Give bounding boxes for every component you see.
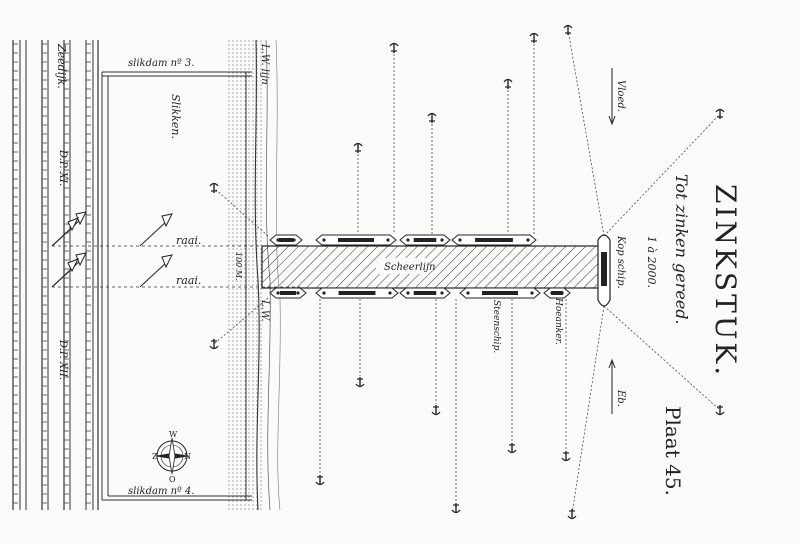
raai-lines bbox=[52, 245, 300, 288]
anchor-icon bbox=[567, 509, 577, 520]
dyke-lines bbox=[12, 40, 99, 510]
low-water-shore bbox=[228, 39, 281, 511]
kop-schip-lines bbox=[213, 29, 721, 515]
anchor-icon bbox=[431, 405, 441, 416]
anchor-icon bbox=[427, 112, 437, 123]
flag-icon bbox=[51, 211, 173, 288]
ship bbox=[315, 234, 397, 246]
anchor-icon bbox=[561, 451, 571, 462]
slikken-label: Slikken. bbox=[169, 94, 182, 139]
hoeanker-label: Hoeanker. bbox=[553, 297, 563, 345]
anchor-icon bbox=[389, 42, 399, 53]
ships bbox=[269, 234, 571, 299]
anchor-icon bbox=[715, 405, 725, 416]
dpxii-label: D.P. XII. bbox=[57, 339, 68, 380]
compass-rose-icon bbox=[154, 437, 190, 475]
anchor-icon bbox=[503, 78, 513, 89]
ship bbox=[269, 287, 307, 299]
compass-south: Z bbox=[152, 452, 158, 461]
ship bbox=[543, 287, 571, 299]
anchor-icon bbox=[355, 377, 365, 388]
ship bbox=[451, 234, 537, 246]
plate-title: ZINKSTUK. bbox=[709, 184, 742, 378]
anchor-icon bbox=[507, 443, 517, 454]
anchor-icon bbox=[209, 339, 219, 350]
plate-subtitle: Tot zinken gereed. bbox=[672, 174, 691, 325]
compass-east: O bbox=[169, 475, 176, 484]
slikdam4-label: slikdam nº 4. bbox=[128, 486, 194, 497]
ruler-mark-label: 100 M. bbox=[234, 252, 243, 281]
anchor-lines bbox=[209, 24, 725, 520]
ship bbox=[459, 287, 541, 299]
anchor-icon bbox=[451, 503, 461, 514]
plate-number: Plaat 45. bbox=[661, 406, 685, 496]
kop-schip bbox=[597, 234, 611, 307]
vloed-label: Vloed. bbox=[615, 80, 626, 112]
anchor-icon bbox=[529, 32, 539, 43]
compass-west: W bbox=[169, 430, 178, 439]
plate-scale: 1 à 2000. bbox=[645, 236, 658, 288]
arrow-icon bbox=[608, 68, 616, 414]
steenschip-label: Steenschip. bbox=[491, 300, 501, 353]
ship bbox=[399, 287, 451, 299]
anchor-icon bbox=[353, 142, 363, 153]
raai-label-1: raai. bbox=[176, 234, 201, 247]
dyke-ticks bbox=[13, 43, 91, 504]
anchor-icon bbox=[315, 475, 325, 486]
ship bbox=[269, 234, 303, 246]
raai-label-2: raai. bbox=[176, 274, 201, 287]
slikdam3-label: slikdam nº 3. bbox=[128, 58, 194, 69]
compass-north: N bbox=[184, 452, 191, 461]
ship bbox=[399, 234, 451, 246]
lw-bottom-label: L.W. bbox=[259, 299, 270, 322]
dpxi-label: D.P. XI. bbox=[57, 149, 68, 186]
lw-top-label: L.W. lijn bbox=[259, 43, 270, 85]
eb-label: Eb. bbox=[615, 389, 626, 407]
kopschip-label: Kop schip. bbox=[615, 235, 626, 289]
scheerlijn-label: Scheerlijn bbox=[384, 262, 435, 273]
ship bbox=[315, 287, 399, 299]
zeedijk-label: Zeedijk. bbox=[55, 43, 68, 89]
